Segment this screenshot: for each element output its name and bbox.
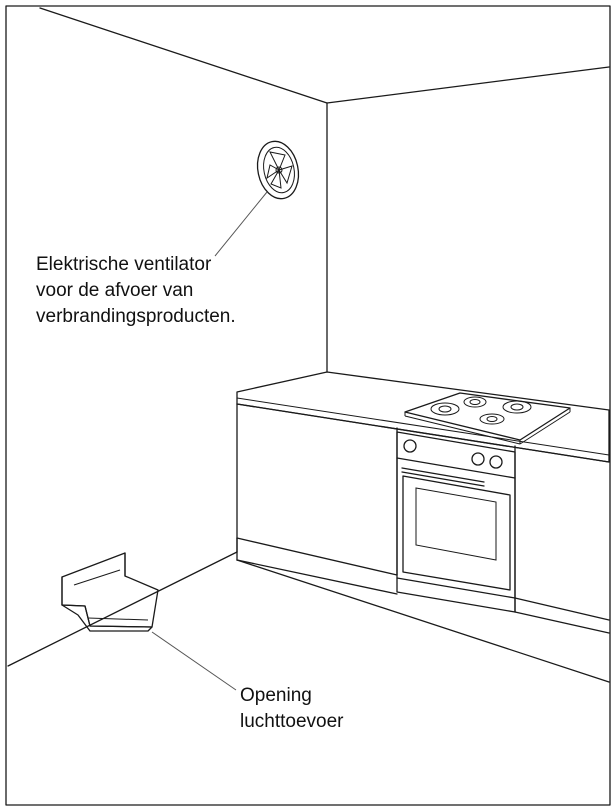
diagram-frame [5, 5, 611, 806]
oven-icon [396, 431, 516, 613]
inlet-label-line-2: luchttoevoer [240, 711, 344, 732]
room-walls [7, 7, 610, 683]
cabinets [236, 403, 610, 634]
inlet-leader-line [151, 631, 237, 691]
inlet-label: Opening luchttoevoer [240, 683, 440, 735]
air-inlet-arrow-icon [61, 552, 159, 632]
inlet-label-line-1: Opening [240, 685, 312, 706]
fan-label: Elektrische ventilator voor de afvoer va… [36, 252, 336, 330]
fan-label-line-3: verbrandingsproducten. [36, 306, 236, 327]
exhaust-fan-icon [256, 140, 300, 200]
gas-hob-icon [404, 392, 571, 445]
fan-label-line-1: Elektrische ventilator [36, 254, 212, 275]
fan-label-line-2: voor de afvoer van [36, 280, 194, 301]
fan-leader-line [214, 191, 268, 257]
countertop [236, 371, 610, 463]
